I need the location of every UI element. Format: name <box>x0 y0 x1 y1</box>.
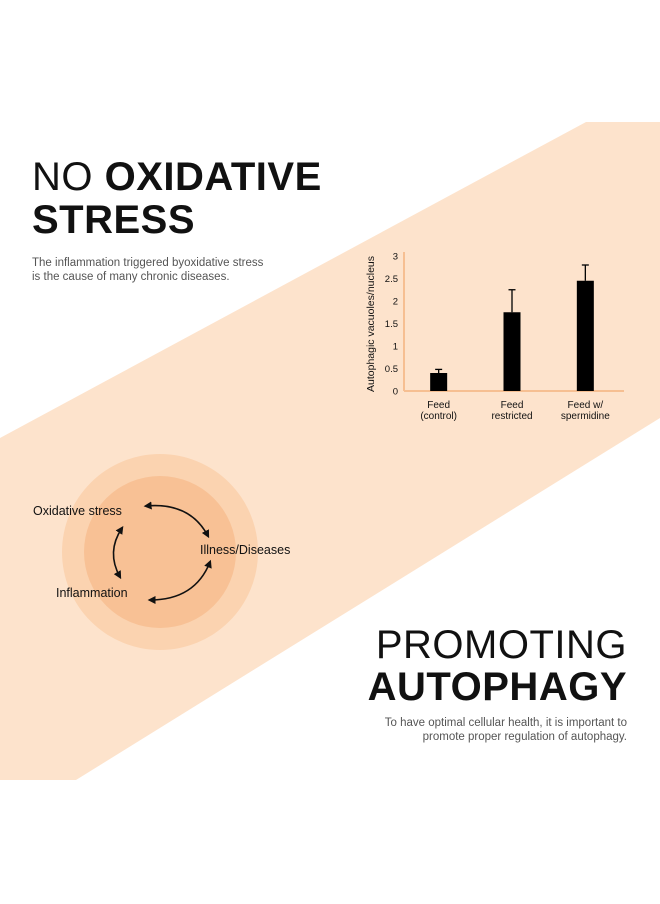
heading-autophagy: AUTOPHAGY <box>367 665 627 709</box>
heading-no: NO <box>32 155 105 199</box>
x-category-label: spermidine <box>561 411 610 422</box>
x-category-label: restricted <box>491 411 532 422</box>
x-category-label: (control) <box>420 411 457 422</box>
arrow-oxidative-to-illness <box>143 501 210 539</box>
heading-promoting: PROMOTING <box>375 623 627 667</box>
heading-no-oxidative: NO OXIDATIVE <box>32 156 322 198</box>
arrow-inflammation-to-oxidative <box>112 526 124 580</box>
autophagy-line-1: To have optimal cellular health, it is i… <box>384 717 627 729</box>
y-tick-label: 3 <box>393 252 398 263</box>
y-tick-label: 0 <box>393 387 398 398</box>
arrow-illness-to-inflammation <box>147 559 212 604</box>
autophagy-description: To have optimal cellular health, it is i… <box>327 716 627 744</box>
cycle-label-oxidative-stress: Oxidative stress <box>33 504 122 518</box>
heading-stress: STRESS <box>32 198 196 242</box>
y-tick-label: 1 <box>393 342 398 353</box>
autophagy-line-2: promote proper regulation of autophagy. <box>422 731 627 743</box>
description-line-1: The inflammation triggered byoxidative s… <box>32 257 264 269</box>
bar <box>430 373 448 391</box>
x-category-label: Feed <box>427 400 450 411</box>
bar <box>576 280 594 391</box>
bar <box>503 312 521 391</box>
y-tick-label: 1.5 <box>385 319 398 330</box>
heading-oxidative: OXIDATIVE <box>104 155 322 199</box>
x-category-label: Feed <box>501 400 524 411</box>
y-tick-label: 2.5 <box>385 274 398 285</box>
oxidative-stress-description: The inflammation triggered byoxidative s… <box>32 256 302 284</box>
y-axis-label: Autophagic vacuoles/nucleus <box>365 256 377 392</box>
cycle-label-illness-diseases: Illness/Diseases <box>200 543 291 557</box>
autophagy-bar-chart: 00.511.522.53 Feed(control)Feedrestricte… <box>365 252 624 422</box>
description-line-2: is the cause of many chronic diseases. <box>32 271 230 283</box>
y-tick-label: 2 <box>393 297 398 308</box>
cycle-diagram <box>62 454 258 650</box>
y-tick-label: 0.5 <box>385 364 398 375</box>
cycle-label-inflammation: Inflammation <box>56 586 128 600</box>
x-category-label: Feed w/ <box>568 400 604 411</box>
